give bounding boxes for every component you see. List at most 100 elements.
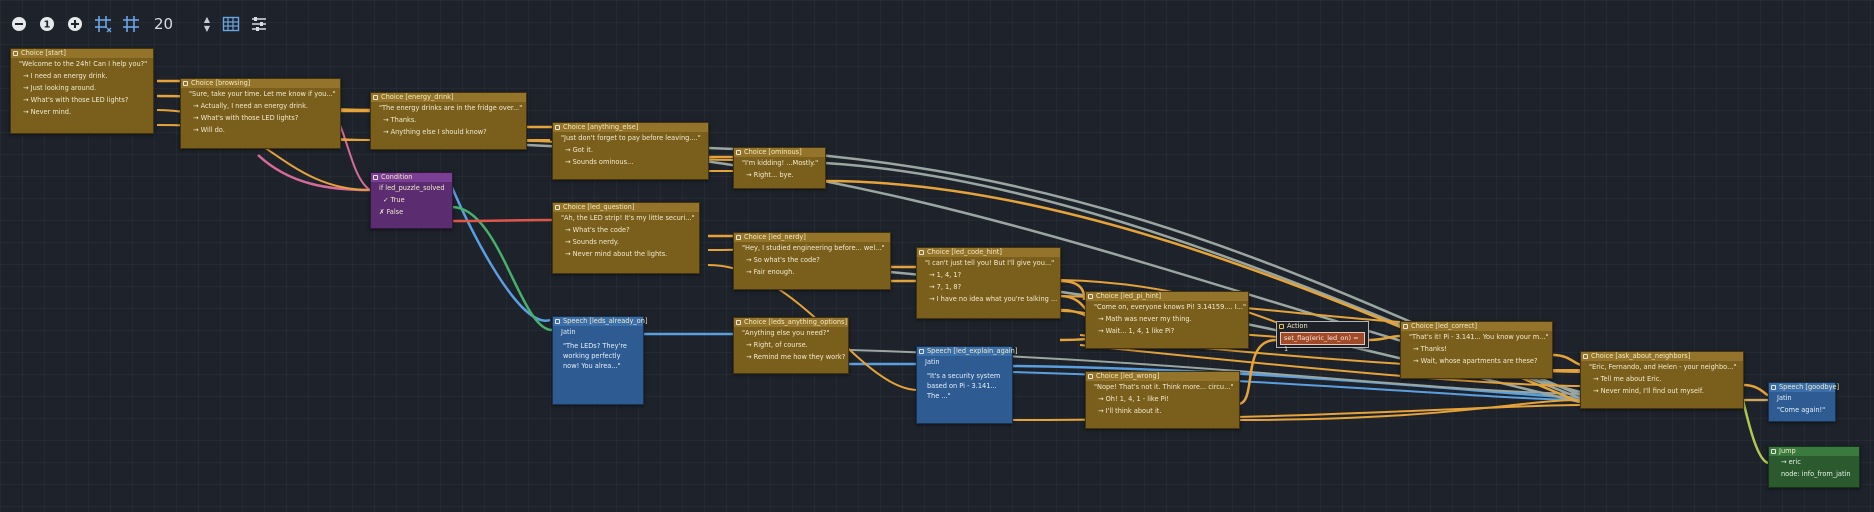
node-title: Choice [anything_else] — [563, 123, 639, 131]
condition-true-output[interactable]: ✓ True — [383, 196, 405, 204]
node-choice-energy-drink[interactable]: Choice [energy_drink] "The energy drinks… — [370, 92, 527, 150]
node-choice-anything-else[interactable]: Choice [anything_else] "Just don't forge… — [552, 122, 709, 180]
node-header[interactable]: Choice [ominous] — [734, 148, 825, 157]
node-choice-ask-about-neighbors[interactable]: Choice [ask_about_neighbors] "Eric, Fern… — [1580, 351, 1744, 409]
node-choice-leds-anything[interactable]: Choice [leds_anything_options] "Anything… — [733, 317, 849, 374]
option[interactable]: → What's with those LED lights? — [193, 114, 299, 122]
node-choice-start[interactable]: Choice [start] "Welcome to the 24h! Can … — [10, 48, 154, 134]
spin-arrows[interactable]: ▲ ▼ — [204, 15, 210, 33]
node-header[interactable]: Choice [led_pi_hint] — [1086, 292, 1248, 301]
node-header[interactable]: Jump — [1769, 447, 1859, 456]
option[interactable]: → Oh! 1, 4, 1 - like Pi! — [1098, 395, 1169, 403]
option[interactable]: → Wait... 1, 4, 1 like Pi? — [1098, 327, 1175, 335]
chat-icon — [1088, 293, 1093, 299]
wire — [451, 218, 553, 223]
action-expression[interactable]: set_flag(eric_led_on) = 1 — [1280, 332, 1365, 353]
node-header[interactable]: Choice [ask_about_neighbors] — [1581, 352, 1743, 361]
snap-distance-spinbox[interactable]: 20 ▲ ▼ — [148, 12, 210, 36]
option[interactable]: → Just looking around. — [23, 84, 97, 92]
node-choice-led-wrong[interactable]: Choice [led_wrong] "Nope! That's not it.… — [1085, 371, 1240, 429]
node-text: "Sure, take your time. Let me know if yo… — [189, 90, 336, 98]
arrange-nodes-button[interactable] — [248, 13, 270, 35]
node-choice-led-nerdy[interactable]: Choice [led_nerdy] "Hey, I studied engin… — [733, 232, 891, 290]
option[interactable]: → Will do. — [193, 126, 225, 134]
node-choice-led-code-hint[interactable]: Choice [led_code_hint] "I can't just tel… — [916, 247, 1061, 319]
option[interactable]: → Tell me about Eric. — [1593, 375, 1662, 383]
chevron-down-icon[interactable]: ▼ — [203, 24, 210, 33]
node-text: "Welcome to the 24h! Can I help you?" — [19, 60, 148, 68]
option[interactable]: → Anything else I should know? — [383, 128, 487, 136]
node-header[interactable]: Speech [goodbye] — [1769, 383, 1839, 392]
node-title: Choice [led_nerdy] — [744, 233, 806, 241]
chevron-up-icon[interactable]: ▲ — [203, 15, 210, 24]
option[interactable]: → Remind me how they work? — [746, 353, 846, 361]
node-header[interactable]: Speech [leds_already_on] — [553, 317, 647, 326]
node-header[interactable]: Choice [led_code_hint] — [917, 248, 1060, 257]
option[interactable]: → 7, 1, 8? — [929, 283, 962, 291]
option[interactable]: → What's with those LED lights? — [23, 96, 129, 104]
jump-target: → eric — [1781, 458, 1801, 466]
option[interactable]: → Right... bye. — [746, 171, 794, 179]
node-header[interactable]: Condition — [371, 173, 452, 182]
option[interactable]: → What's the code? — [565, 226, 630, 234]
minimap-button[interactable] — [220, 13, 242, 35]
option[interactable]: → So what's the code? — [746, 256, 820, 264]
option[interactable]: → Thanks. — [383, 116, 417, 124]
node-jump[interactable]: Jump → eric node: info_from_jatin — [1768, 446, 1860, 488]
condition-false-output[interactable]: ✗ False — [379, 208, 404, 216]
option[interactable]: → I need an energy drink. — [23, 72, 108, 80]
node-choice-led-pi-hint[interactable]: Choice [led_pi_hint] "Come on, everyone … — [1085, 291, 1249, 349]
grid-icon — [123, 16, 139, 32]
option[interactable]: → 1, 4, 1? — [929, 271, 962, 279]
node-text: "Eric, Fernando, and Helen - your neighb… — [1589, 363, 1737, 371]
option[interactable]: → I have no idea what you're talking ... — [929, 295, 1058, 303]
node-header[interactable]: Choice [led_wrong] — [1086, 372, 1239, 381]
snap-grid-button[interactable] — [92, 13, 114, 35]
node-title: Choice [energy_drink] — [381, 93, 454, 101]
option[interactable]: → Actually, I need an energy drink. — [193, 102, 309, 110]
node-header[interactable]: Choice [energy_drink] — [371, 93, 526, 102]
node-header[interactable]: Choice [led_correct] — [1401, 322, 1552, 331]
node-title: Choice [start] — [21, 49, 66, 57]
node-text: "I can't just tell you! But I'll give yo… — [925, 259, 1055, 267]
option[interactable]: → Thanks! — [1413, 345, 1447, 353]
option[interactable]: → Got it. — [565, 146, 593, 154]
node-speech-leds-already-on[interactable]: Speech [leds_already_on] Jatin "The LEDs… — [552, 316, 647, 405]
node-header[interactable]: Choice [browsing] — [181, 79, 340, 88]
node-speech-goodbye[interactable]: Speech [goodbye] Jatin "Come again!" — [1768, 382, 1839, 422]
option[interactable]: → Sounds ominous... — [565, 158, 634, 166]
option[interactable]: → Sounds nerdy. — [565, 238, 619, 246]
option[interactable]: → I'll think about it. — [1098, 407, 1162, 415]
node-choice-ominous[interactable]: Choice [ominous] "I'm kidding! ...Mostly… — [733, 147, 826, 189]
node-header[interactable]: Action — [1277, 322, 1368, 331]
node-action[interactable]: Action set_flag(eric_led_on) = 1 — [1276, 321, 1369, 353]
zoom-in-button[interactable] — [64, 13, 86, 35]
node-text: "Nope! That's not it. Think more... circ… — [1094, 383, 1234, 391]
option[interactable]: → Never mind about the lights. — [565, 250, 668, 258]
speech-icon — [555, 318, 560, 324]
zoom-out-button[interactable] — [8, 13, 30, 35]
wire — [1367, 334, 1401, 342]
node-choice-browsing[interactable]: Choice [browsing] "Sure, take your time.… — [180, 78, 341, 149]
option[interactable]: → Wait, whose apartments are these? — [1413, 357, 1538, 365]
option[interactable]: → Fair enough. — [746, 268, 795, 276]
node-speech-led-explain-again[interactable]: Speech [led_explain_again] Jatin "It's a… — [916, 346, 1017, 424]
node-header[interactable]: Choice [start] — [11, 49, 153, 58]
node-choice-led-correct[interactable]: Choice [led_correct] "That's it! Pi - 3.… — [1400, 321, 1553, 379]
option[interactable]: → Never mind, I'll find out myself. — [1593, 387, 1704, 395]
node-title: Choice [led_question] — [563, 203, 635, 211]
option[interactable]: → Never mind. — [23, 108, 72, 116]
node-header[interactable]: Choice [anything_else] — [553, 123, 708, 132]
zoom-reset-button[interactable]: 1 — [36, 13, 58, 35]
node-header[interactable]: Choice [led_question] — [553, 203, 699, 212]
node-header[interactable]: Choice [leds_anything_options] — [734, 318, 848, 327]
grid-toggle-button[interactable] — [120, 13, 142, 35]
node-header[interactable]: Speech [led_explain_again] — [917, 347, 1017, 356]
option[interactable]: → Math was never my thing. — [1098, 315, 1192, 323]
lightning-icon — [1279, 323, 1284, 329]
node-choice-led-question[interactable]: Choice [led_question] "Ah, the LED strip… — [552, 202, 700, 274]
node-header[interactable]: Choice [led_nerdy] — [734, 233, 890, 242]
node-condition[interactable]: Condition if led_puzzle_solved ✓ True ✗ … — [370, 172, 453, 229]
option[interactable]: → Right, of course. — [746, 341, 808, 349]
